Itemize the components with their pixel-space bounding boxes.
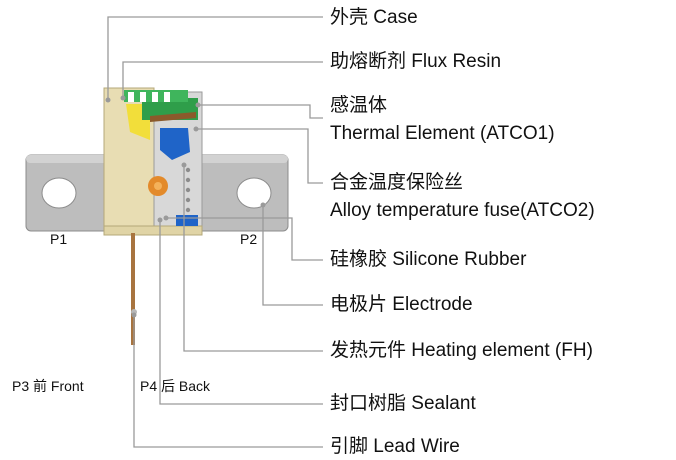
leader-lines <box>107 16 323 448</box>
case-body <box>103 87 203 236</box>
label-thermal-zh: 感温体 <box>330 95 388 116</box>
label-lead-wire: 引脚 Lead Wire <box>330 436 460 457</box>
terminal-p1: P1 <box>50 231 68 247</box>
label-silicone-rubber: 硅橡胶 Silicone Rubber <box>330 249 527 270</box>
terminal-p4: P4 后 Back <box>140 378 211 394</box>
mount-hole-left <box>41 177 77 209</box>
silicone-rubber-part <box>160 128 190 160</box>
terminal-p3: P3 前 Front <box>12 378 84 394</box>
label-alloy-zh: 合金温度保险丝 <box>330 172 464 193</box>
label-electrode: 电极片 Electrode <box>330 294 473 315</box>
label-thermal-en: Thermal Element (ATCO1) <box>330 123 555 144</box>
label-sealant: 封口树脂 Sealant <box>330 393 476 414</box>
label-flux-resin: 助熔断剂 Flux Resin <box>330 51 502 72</box>
label-case: 外壳 Case <box>330 7 418 28</box>
label-heating-element: 发热元件 Heating element (FH) <box>330 340 593 361</box>
label-alloy-en: Alloy temperature fuse(ATCO2) <box>330 200 595 221</box>
mount-hole-right <box>236 177 272 209</box>
terminal-p2: P2 <box>240 231 258 247</box>
